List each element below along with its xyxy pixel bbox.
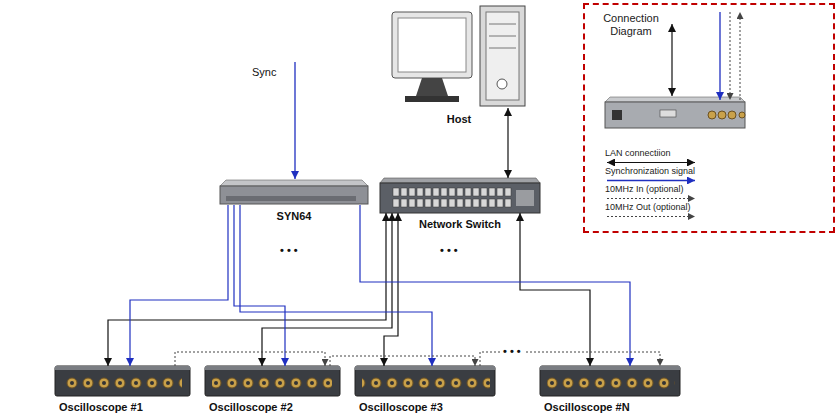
ellipsis: • • • (500, 345, 524, 358)
node-label: Oscilloscope #2 (209, 401, 293, 414)
oscilloscope-node: Oscilloscope #1 (55, 366, 190, 396)
ellipsis: • • • (280, 244, 298, 257)
legend-item: LAN connectiion (605, 148, 730, 166)
legend-item: 10MHz Out (optional) (605, 202, 730, 220)
legend-item: Synchronization signal (605, 166, 730, 184)
node-label: Oscilloscope #3 (359, 401, 443, 414)
lan-connector (108, 213, 386, 366)
sync-device-node: SYN64 (220, 180, 368, 205)
lan-connector (520, 213, 590, 366)
signal-name: Sync (252, 66, 276, 79)
legend-line-sample (605, 177, 705, 184)
node-label: Network Switch (419, 218, 501, 231)
switch-node: Network Switch (380, 178, 540, 213)
node-label: Oscilloscope #N (544, 401, 630, 414)
node-label: SYN64 (277, 210, 312, 223)
oscilloscope-node: Oscilloscope #3 (355, 366, 495, 396)
legend-text: 10MHz In (optional) (605, 184, 730, 195)
oscilloscope-node: Oscilloscope #N (540, 366, 680, 396)
reference-clock-connector (330, 356, 475, 366)
legend-line (607, 180, 695, 181)
sync-input-line (294, 62, 295, 179)
switch-device (380, 178, 540, 213)
node-label: Oscilloscope #1 (59, 401, 143, 414)
legend-line (607, 198, 695, 199)
legend-line (607, 216, 695, 217)
sync-connector (240, 205, 432, 366)
legend-line-sample (605, 159, 705, 166)
host-computer (392, 6, 525, 106)
oscilloscope-devices (55, 366, 680, 396)
legend-text: LAN connectiion (605, 148, 730, 159)
lan-connector (507, 108, 508, 178)
node-label: Connection Diagram (595, 12, 667, 38)
node-label: Host (447, 113, 471, 126)
reference-clock-connector (175, 352, 325, 366)
legend-line-sample (605, 213, 705, 220)
sync-connector (234, 205, 285, 366)
host-node: Host (390, 5, 528, 108)
sync-connector (360, 205, 630, 366)
legend-item: 10MHz In (optional) (605, 184, 730, 202)
legend: LAN connectiionSynchronization signal 10M… (605, 148, 730, 220)
lan-connector (384, 213, 398, 366)
legend-text: Synchronization signal (605, 166, 730, 177)
lan-connector (262, 213, 392, 366)
oscilloscope-node: Oscilloscope #2 (205, 366, 340, 396)
legend-line-sample (605, 195, 705, 202)
ellipsis: • • • (440, 244, 458, 257)
legend-text: 10MHz Out (optional) (605, 202, 730, 213)
syn64-device (220, 180, 368, 204)
sync-connector (130, 205, 228, 366)
legend-line (607, 162, 695, 163)
